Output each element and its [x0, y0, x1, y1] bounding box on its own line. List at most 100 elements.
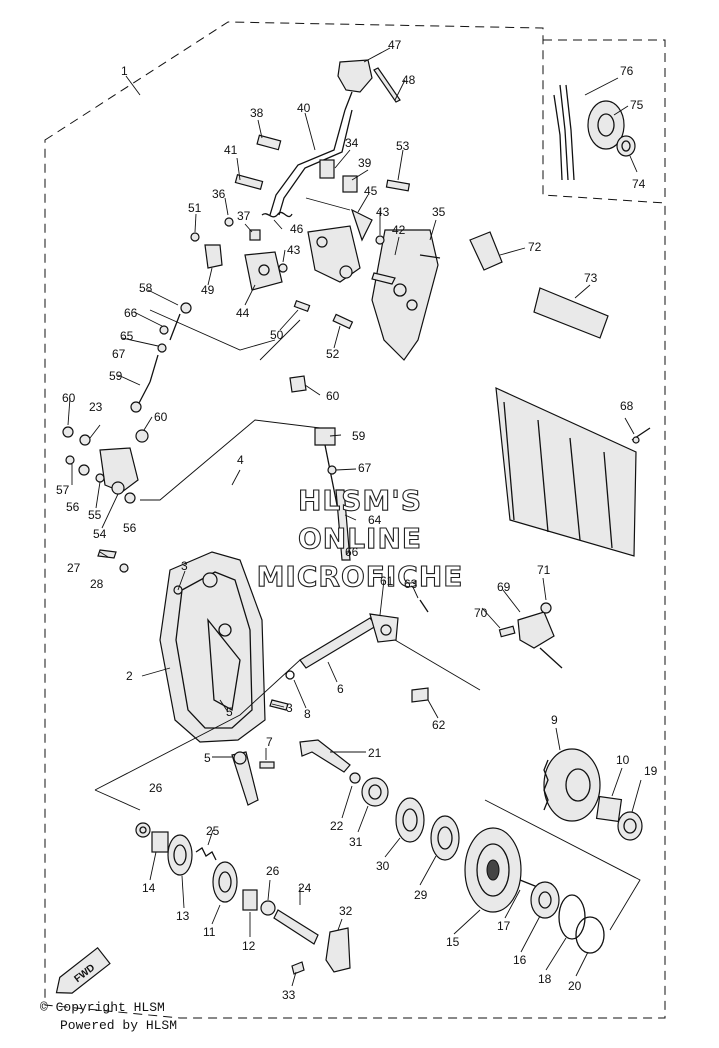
shift-shaft: [299, 613, 429, 703]
part-label-68: 68: [620, 399, 634, 413]
part-label-57: 57: [56, 483, 70, 497]
part-label-25: 25: [206, 824, 220, 838]
part-label-60b: 60: [154, 410, 168, 424]
part-label-26b: 26: [266, 864, 280, 878]
part-label-33: 33: [282, 988, 296, 1002]
part-label-67b: 67: [358, 461, 372, 475]
leader-lines: [67, 47, 642, 987]
part-label-11: 11: [203, 925, 216, 939]
part-label-1: 1: [121, 64, 128, 78]
chain-sprocket-group: [553, 84, 636, 181]
sensor-group: [419, 599, 563, 669]
part-label-66b: 66: [345, 545, 359, 559]
part-label-65: 65: [120, 329, 134, 343]
part-label-47: 47: [388, 38, 402, 52]
part-label-43b: 43: [376, 205, 390, 219]
part-label-40: 40: [297, 101, 311, 115]
chain-case: [97, 549, 295, 743]
part-label-4: 4: [237, 453, 244, 467]
part-label-55: 55: [88, 508, 102, 522]
powered-by-text: Powered by HLSM: [60, 1018, 178, 1033]
part-label-27: 27: [67, 561, 81, 575]
shift-lever-group: [190, 59, 441, 393]
lower-gear-group: [135, 822, 351, 975]
watermark-line-3: MICROFICHE: [257, 560, 464, 593]
part-label-15: 15: [446, 935, 460, 949]
part-label-20: 20: [568, 979, 582, 993]
part-label-48: 48: [402, 73, 416, 87]
part-label-22: 22: [330, 819, 344, 833]
part-label-10: 10: [616, 753, 630, 767]
part-label-37: 37: [237, 209, 251, 223]
part-label-72: 72: [528, 240, 542, 254]
part-label-60c: 60: [326, 389, 340, 403]
part-label-13: 13: [176, 909, 190, 923]
part-label-59b: 59: [352, 429, 366, 443]
part-label-28: 28: [90, 577, 104, 591]
lower-center-group: [299, 739, 605, 954]
part-label-67a: 67: [112, 347, 126, 361]
part-label-5b: 5: [204, 751, 211, 765]
part-label-70: 70: [474, 606, 488, 620]
part-label-5a: 5: [226, 705, 233, 719]
part-label-62: 62: [432, 718, 446, 732]
part-label-34: 34: [345, 136, 359, 150]
part-label-46: 46: [290, 222, 304, 236]
part-label-26a: 26: [149, 781, 163, 795]
part-label-56b: 56: [123, 521, 137, 535]
part-label-6: 6: [337, 682, 344, 696]
part-label-21: 21: [368, 746, 382, 760]
part-label-66a: 66: [124, 306, 138, 320]
part-label-30: 30: [376, 859, 390, 873]
chain-group-boundary: [543, 39, 666, 203]
tension-arm: [231, 751, 275, 806]
part-label-32: 32: [339, 904, 353, 918]
watermark-line-1: HLSM'S: [298, 484, 422, 517]
part-label-42: 42: [392, 223, 406, 237]
part-label-38: 38: [250, 106, 264, 120]
assembly-boundary: [44, 21, 666, 1019]
part-label-56a: 56: [66, 500, 80, 514]
part-label-49: 49: [201, 283, 215, 297]
part-label-36: 36: [212, 187, 226, 201]
part-label-18: 18: [538, 972, 552, 986]
part-label-17: 17: [497, 919, 511, 933]
part-label-24: 24: [298, 881, 312, 895]
copyright-text: © Copyright HLSM: [40, 1000, 165, 1015]
part-label-76: 76: [620, 64, 634, 78]
part-label-2: 2: [126, 669, 133, 683]
linkage-rods: [62, 302, 351, 561]
part-label-59a: 59: [109, 369, 123, 383]
fwd-arrow: FWD: [55, 946, 111, 994]
right-gear-group: [543, 748, 643, 841]
connector-lines: [94, 197, 641, 931]
part-label-50: 50: [270, 328, 284, 342]
part-label-71: 71: [537, 563, 551, 577]
part-label-14: 14: [142, 881, 156, 895]
part-label-60a: 60: [62, 391, 76, 405]
part-labels: 1 2 3 3 4 5 5 6 7 8 9 10 11 12 13 14 15 …: [56, 38, 658, 1002]
part-label-51: 51: [188, 201, 202, 215]
part-label-75: 75: [630, 98, 644, 112]
part-label-73: 73: [584, 271, 598, 285]
watermark-line-2: ONLINE: [298, 522, 422, 555]
part-label-31: 31: [349, 835, 363, 849]
part-label-53: 53: [396, 139, 410, 153]
part-label-74: 74: [632, 177, 646, 191]
part-label-9: 9: [551, 713, 558, 727]
part-label-3b: 3: [286, 701, 293, 715]
part-label-3a: 3: [181, 559, 188, 573]
part-label-61: 61: [380, 574, 394, 588]
part-label-45: 45: [364, 184, 378, 198]
part-label-41: 41: [224, 143, 238, 157]
part-label-58: 58: [139, 281, 153, 295]
part-label-7: 7: [266, 735, 273, 749]
part-label-16: 16: [513, 953, 527, 967]
part-label-19: 19: [644, 764, 658, 778]
part-label-52: 52: [326, 347, 340, 361]
part-label-69: 69: [497, 580, 511, 594]
part-label-43a: 43: [287, 243, 301, 257]
part-label-44: 44: [236, 306, 250, 320]
part-label-12: 12: [242, 939, 256, 953]
